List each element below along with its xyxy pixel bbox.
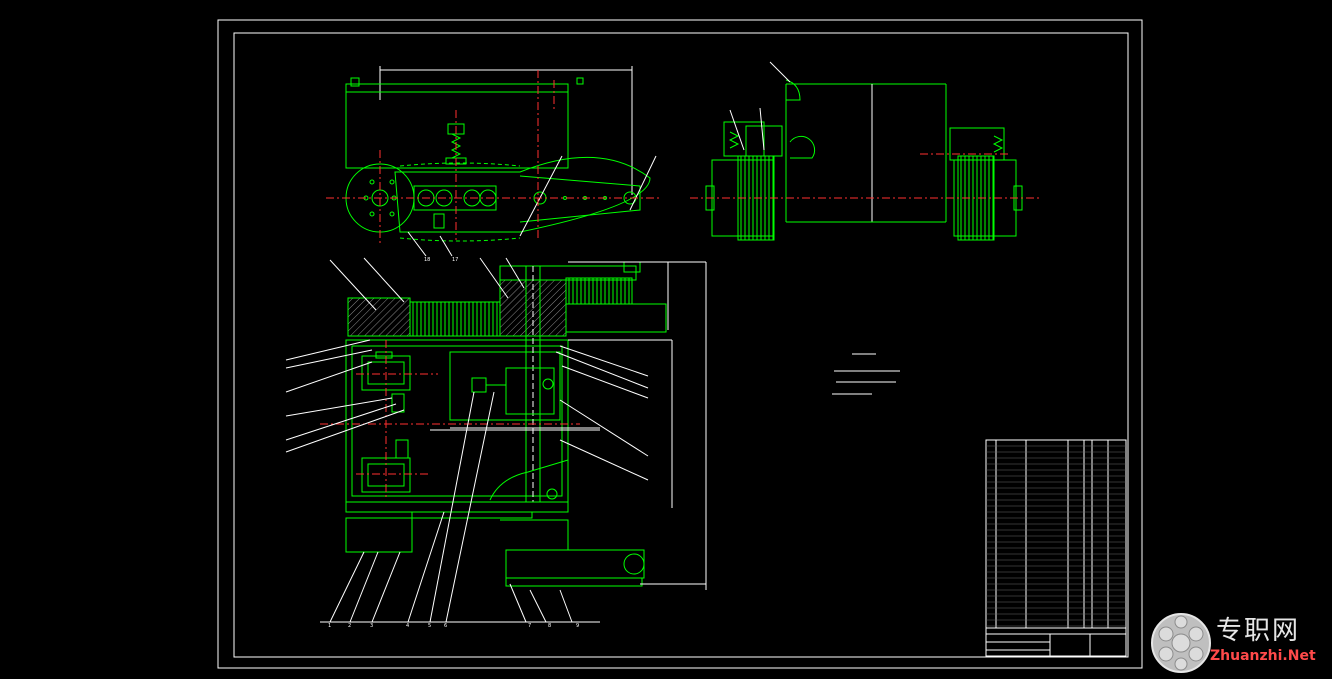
bom-rows [986,445,1126,627]
main-elevation [345,261,707,590]
end-view [705,61,1023,241]
globe-icon [1151,613,1211,673]
leader-label: 7 [528,623,531,629]
leader-label: 2 [348,623,351,629]
leader-label: 1 [328,623,331,629]
leader-label: 6 [444,623,447,629]
drawing-inner-frame [233,32,1129,658]
technical-requirements [832,353,900,395]
watermark-title: 专职网 [1216,616,1301,646]
drawing-outer-frame [217,19,1143,669]
leader-label: 17 [452,257,458,263]
leader-label: 18 [424,257,430,263]
bill-of-materials-table [985,439,1127,657]
end-view-center-lines [690,153,1040,199]
arm-center-lines [326,70,662,244]
leader-label: 4 [406,623,409,629]
leader-label: 3 [370,623,373,629]
left-leaders [285,257,525,453]
leader-number-labels: 18 17 1 2 3 4 5 6 7 8 9 [328,257,579,629]
bottom-leaders [320,391,600,623]
arm-side-view [345,66,657,257]
leader-label: 8 [548,623,551,629]
right-leaders [555,345,649,481]
leader-label: 9 [576,623,579,629]
watermark-logo: 专职网 Zhuanzhi.Net [1148,608,1332,676]
watermark-url: Zhuanzhi.Net [1210,648,1316,664]
leader-label: 5 [428,623,431,629]
